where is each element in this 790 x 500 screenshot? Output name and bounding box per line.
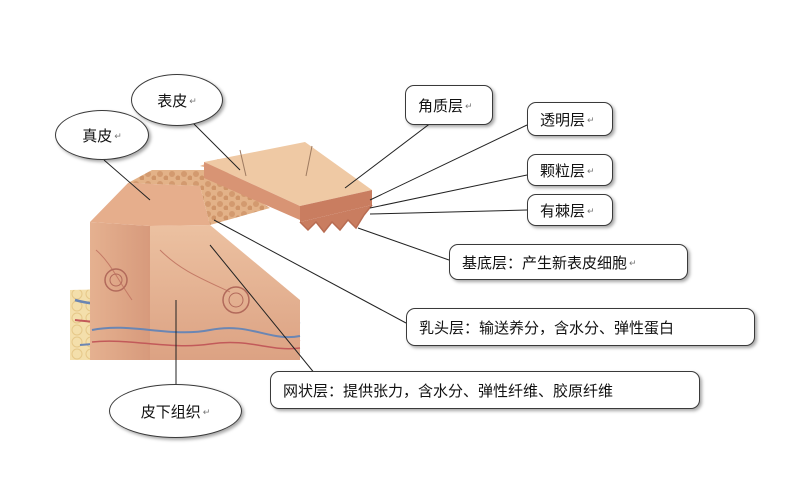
label-subcutaneous-text: 皮下组织 xyxy=(141,401,201,422)
label-epidermis: 表皮↵ xyxy=(131,74,223,126)
return-mark: ↵ xyxy=(587,167,595,177)
label-stratum-lucidum-text: 透明层 xyxy=(540,109,585,130)
return-mark: ↵ xyxy=(587,116,595,126)
label-papillary-layer-text: 乳头层：输送养分，含水分、弹性蛋白 xyxy=(419,317,674,338)
return-mark: ↵ xyxy=(629,259,637,269)
label-epidermis-text: 表皮 xyxy=(157,90,187,111)
label-stratum-lucidum: 透明层↵ xyxy=(527,102,613,136)
label-stratum-granulosum-text: 颗粒层 xyxy=(540,160,585,181)
label-reticular-layer-text: 网状层：提供张力，含水分、弹性纤维、胶原纤维 xyxy=(283,380,613,401)
label-stratum-spinosum: 有棘层↵ xyxy=(527,194,613,226)
label-stratum-basale: 基底层：产生新表皮细胞↵ xyxy=(449,244,688,280)
label-stratum-spinosum-text: 有棘层 xyxy=(540,200,585,221)
label-stratum-basale-text: 基底层：产生新表皮细胞 xyxy=(462,252,627,273)
return-mark: ↵ xyxy=(465,102,473,112)
label-dermis: 真皮↵ xyxy=(55,110,149,160)
return-mark: ↵ xyxy=(203,408,211,418)
dermis-block xyxy=(90,183,300,360)
label-stratum-corneum: 角质层↵ xyxy=(405,85,493,125)
label-stratum-granulosum: 颗粒层↵ xyxy=(527,154,613,186)
label-papillary-layer: 乳头层：输送养分，含水分、弹性蛋白 xyxy=(406,308,755,346)
label-dermis-text: 真皮 xyxy=(82,125,112,146)
return-mark: ↵ xyxy=(189,97,197,107)
return-mark: ↵ xyxy=(114,132,122,142)
label-stratum-corneum-text: 角质层 xyxy=(418,95,463,116)
return-mark: ↵ xyxy=(587,207,595,217)
label-reticular-layer: 网状层：提供张力，含水分、弹性纤维、胶原纤维 xyxy=(270,371,700,409)
label-subcutaneous: 皮下组织↵ xyxy=(109,384,242,438)
